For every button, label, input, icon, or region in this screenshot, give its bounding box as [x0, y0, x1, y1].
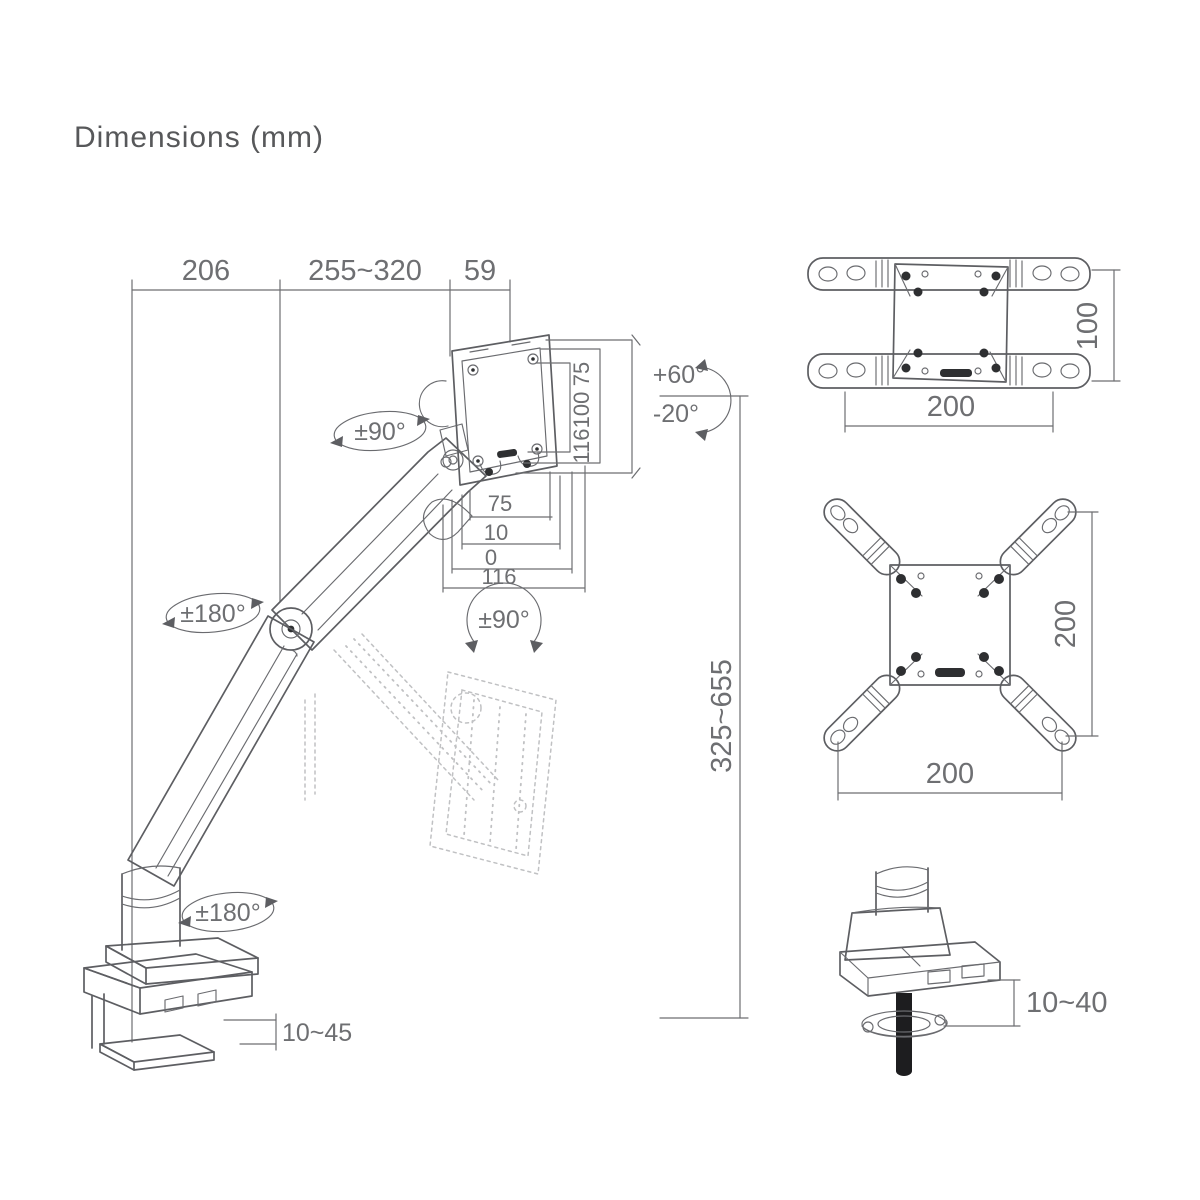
dim-vesa-h-10: 10: [484, 520, 508, 545]
dim-arm-front: 255~320: [308, 255, 422, 287]
label-tilt-down: -20°: [653, 400, 699, 428]
dim-grommet-thickness: 10~40: [1026, 987, 1107, 1019]
dim-vesa-h-0: 0: [485, 545, 497, 570]
label-head-swivel: ±90°: [354, 418, 406, 446]
vesa-plate-side-view: [451, 334, 558, 486]
dim-x-adapter-width: 200: [926, 758, 974, 790]
vesa-extension-plate-view: 100 200: [807, 257, 1121, 433]
dim-vesa-v-116: 116: [569, 428, 594, 463]
dim-extension-width: 200: [927, 391, 975, 423]
dim-vesa-v-75: 75: [569, 362, 594, 386]
dim-clamp-thickness: 10~45: [282, 1019, 352, 1047]
dim-extension-height: 100: [1072, 302, 1104, 350]
dim-height-range: 325~655: [706, 659, 738, 773]
dim-arm-rear: 206: [182, 255, 230, 287]
grommet-mount-view: 10~40: [839, 866, 1107, 1076]
label-base-swivel: ±180°: [195, 899, 260, 927]
dim-vesa-v-100: 100: [569, 392, 594, 429]
page-title: Dimensions (mm): [74, 121, 324, 154]
label-elbow-swivel: ±180°: [180, 600, 245, 628]
rotation-annotations: ±90° +60° -20° ±90° ±180° ±180°: [162, 359, 732, 933]
dim-x-adapter-height: 200: [1050, 600, 1082, 648]
vesa-horizontal-dimensions: 75 10 0 116: [442, 465, 586, 593]
label-tilt-up: +60°: [653, 361, 705, 389]
monitor-arm-side-view: [83, 380, 487, 1071]
dim-vesa-h-116: 116: [481, 564, 516, 589]
top-dimension-chain: 206 255~320 59: [131, 255, 511, 1043]
height-range-dimension: 325~655: [659, 395, 749, 1019]
dim-head-offset: 59: [464, 255, 496, 287]
vesa-x-adapter-view: 200 200: [823, 498, 1099, 801]
vesa-vertical-dimensions: 75 100 116: [515, 334, 641, 479]
dim-vesa-h-75: 75: [488, 491, 512, 516]
label-head-rotation: ±90°: [478, 606, 530, 634]
ghost-arm-position: [304, 633, 557, 875]
clamp-thickness-dimension: 10~45: [223, 1013, 352, 1051]
